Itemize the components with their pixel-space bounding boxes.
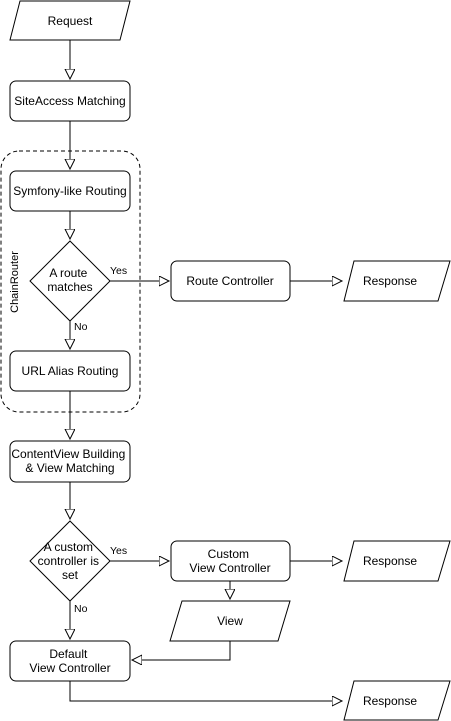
edge-label-custom-yes: Yes — [110, 545, 127, 557]
node-contentview-building: ContentView Building & View Matching — [9, 440, 131, 483]
node-route-controller-text: Route Controller — [186, 274, 273, 288]
edge-label-route-no: No — [74, 321, 88, 333]
node-contentview-building-text: ContentView Building & View Matching — [11, 447, 128, 475]
node-route-controller: Route Controller — [170, 260, 291, 302]
node-response-2-text: Response — [363, 554, 417, 568]
node-response-1: Response — [343, 260, 451, 302]
edge-label-custom-no: No — [74, 603, 88, 615]
node-default-view-controller-text: Default View Controller — [29, 647, 110, 675]
chain-router-label: ChainRouter — [9, 251, 21, 313]
node-default-view-controller: Default View Controller — [9, 640, 131, 682]
node-request-text: Request — [48, 14, 93, 28]
node-url-alias-routing: URL Alias Routing — [9, 350, 131, 392]
node-view: View — [169, 600, 291, 642]
node-siteaccess-matching-text: SiteAccess Matching — [14, 94, 125, 108]
node-response-1-text: Response — [363, 274, 417, 288]
node-route-matches-text: A route matches — [47, 266, 92, 294]
node-symfony-routing: Symfony-like Routing — [9, 170, 131, 212]
edge-default-response — [69, 681, 342, 701]
node-custom-view-controller-text: Custom View Controller — [189, 547, 270, 575]
node-siteaccess-matching: SiteAccess Matching — [9, 80, 131, 122]
node-response-2: Response — [343, 540, 451, 582]
node-view-text: View — [217, 614, 243, 628]
node-response-3-text: Response — [363, 694, 417, 708]
node-custom-controller-set-text: A custom controller is set — [38, 540, 103, 582]
node-custom-controller-set: A custom controller is set — [29, 520, 111, 602]
edge-label-route-yes: Yes — [110, 265, 127, 277]
edge-view-default — [132, 641, 231, 660]
node-url-alias-routing-text: URL Alias Routing — [22, 364, 119, 378]
node-symfony-routing-text: Symfony-like Routing — [13, 184, 126, 198]
node-response-3: Response — [343, 680, 451, 721]
node-request: Request — [9, 0, 131, 41]
node-custom-view-controller: Custom View Controller — [170, 540, 291, 582]
node-route-matches: A route matches — [29, 240, 111, 322]
